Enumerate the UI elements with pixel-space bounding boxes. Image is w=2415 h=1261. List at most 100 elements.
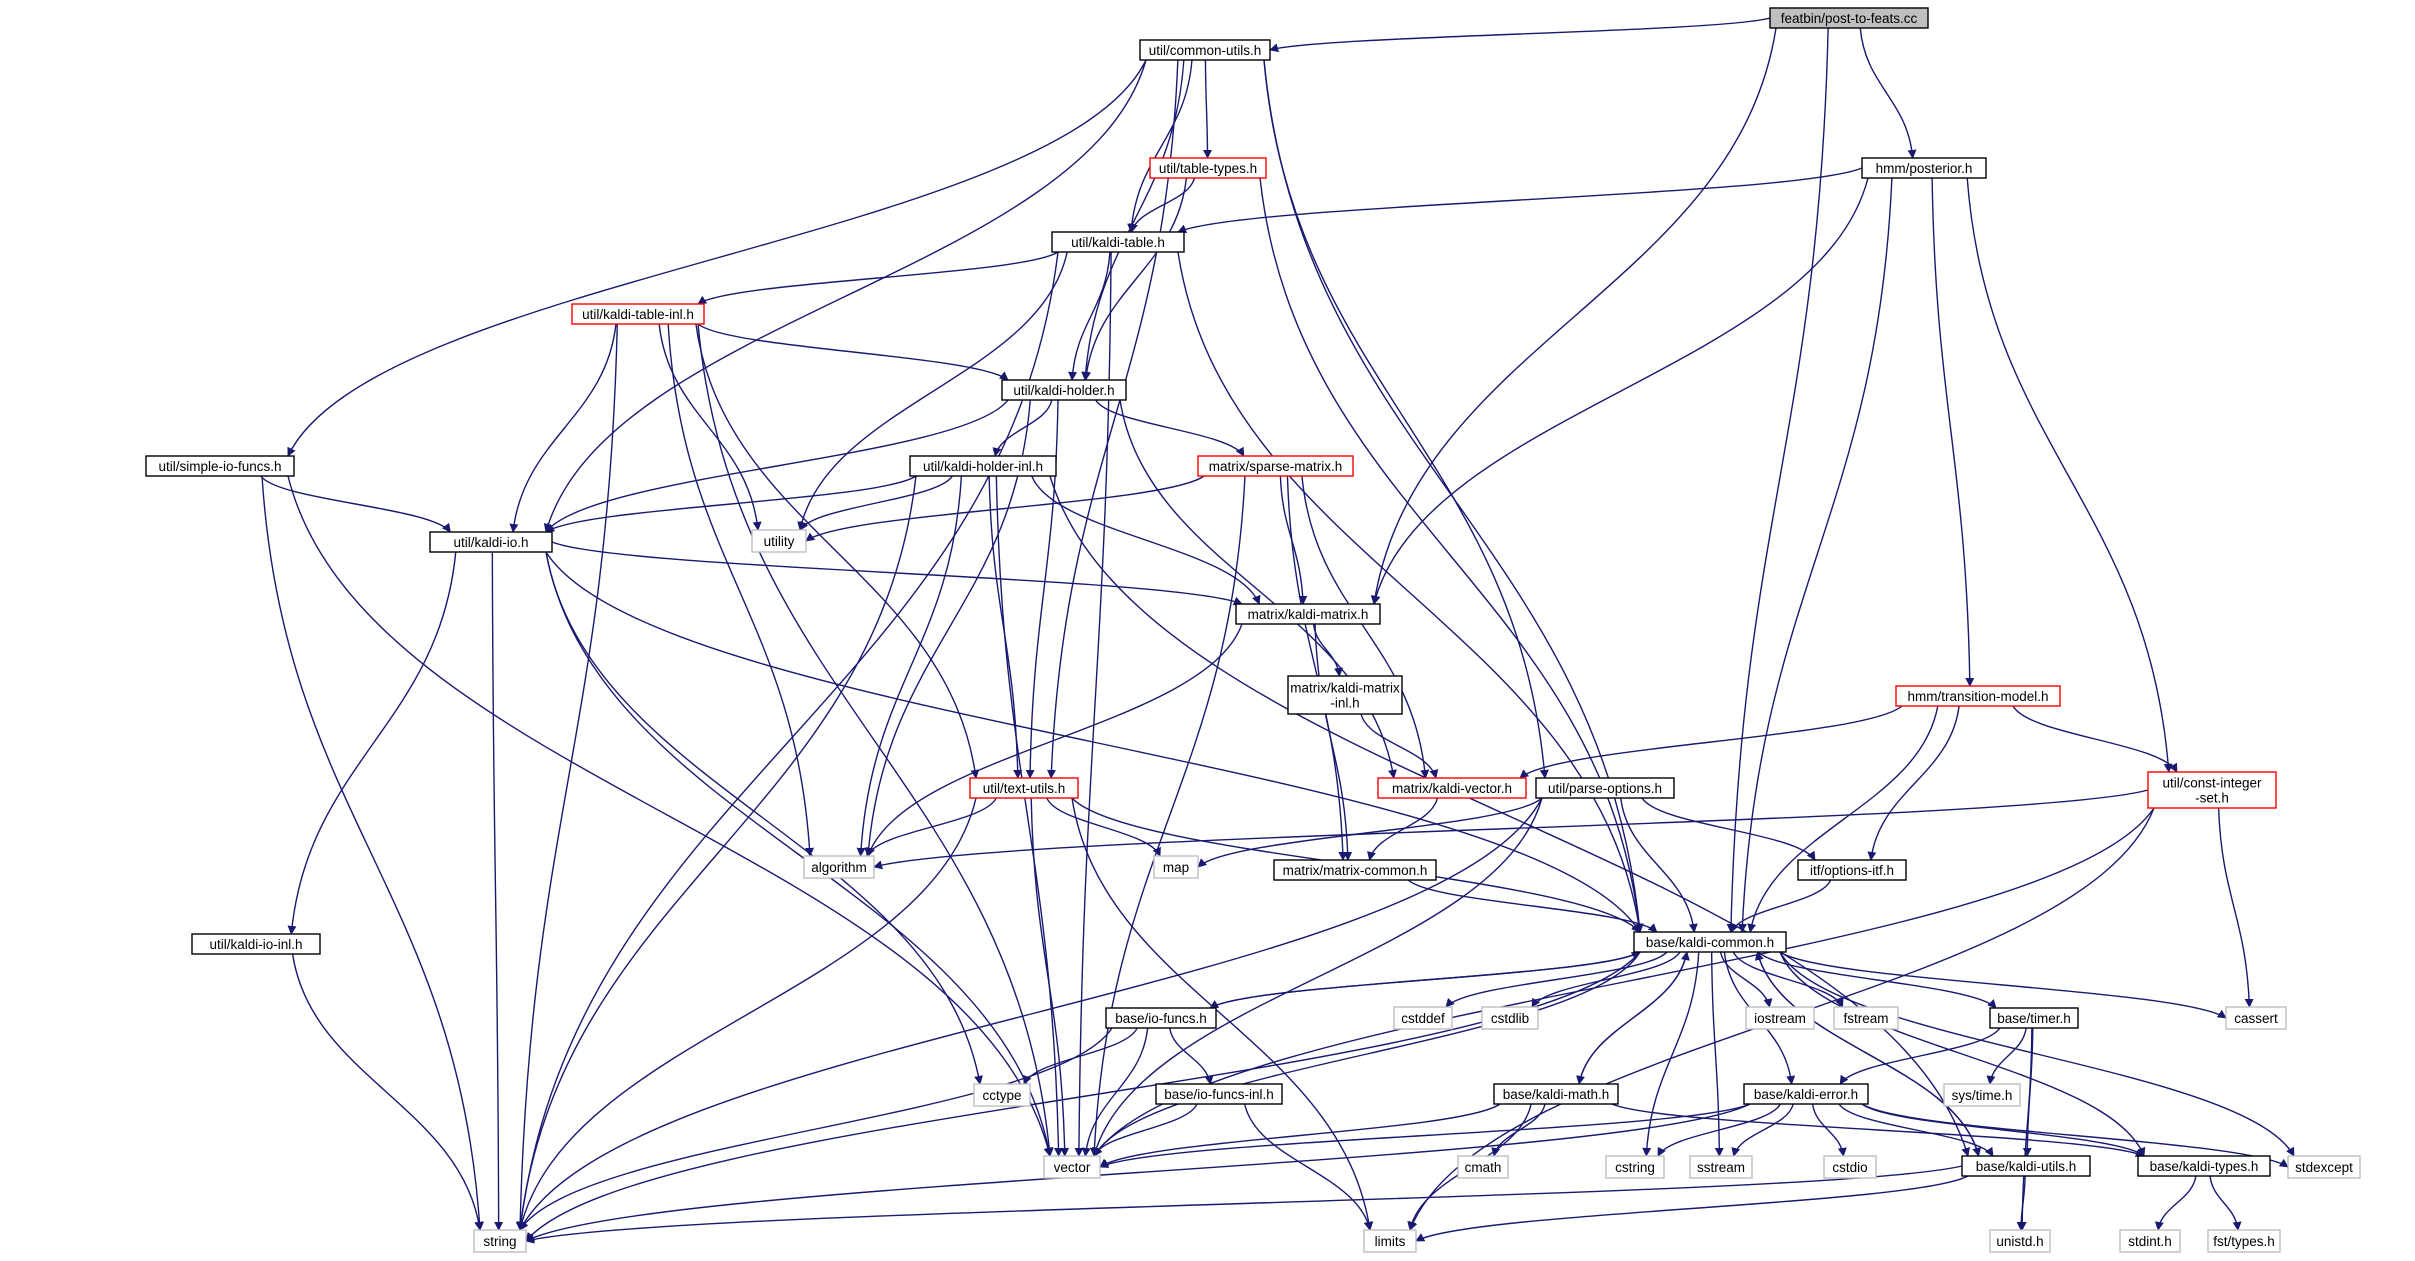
node-options-itf[interactable]: itf/options-itf.h	[1797, 859, 1907, 881]
edge-parse_options-to-vector	[1091, 797, 1543, 1157]
edge-kaldi_holder_inl-to-kaldi_matrix	[1031, 475, 1261, 605]
node-box	[1235, 603, 1381, 625]
edge-kaldi_table_inl-to-kaldi_holder	[697, 323, 1009, 381]
node-kaldi-error[interactable]: base/kaldi-error.h	[1743, 1083, 1869, 1105]
node-box	[1287, 675, 1403, 715]
edge-kaldi_io-to-kaldi_common	[545, 551, 1641, 933]
edge-kaldi_utils-to-string	[525, 1165, 1963, 1244]
edge-sparse_matrix-to-matrix_common	[1286, 475, 1348, 861]
edge-kaldi_table-to-utility	[797, 251, 1068, 531]
node-text-utils[interactable]: util/text-utils.h	[969, 777, 1079, 799]
edge-simple_io-to-string	[261, 475, 484, 1231]
edge-kaldi_table-to-kaldi_table_inl	[697, 251, 1059, 305]
edge-kaldi_io_inl-to-string	[291, 953, 484, 1231]
node-transition-model[interactable]: hmm/transition-model.h	[1895, 685, 2061, 707]
edge-simple_io-to-vector	[287, 475, 1053, 1157]
node-box	[2119, 1229, 2181, 1253]
edge-kaldi_table_inl-to-vector	[697, 323, 1054, 1157]
node-box	[1481, 1006, 1539, 1030]
node-box	[973, 1083, 1031, 1107]
edge-kaldi_holder_inl-to-kaldi_io	[545, 475, 917, 533]
node-cassert: cassert	[2225, 1006, 2287, 1030]
node-common-utils[interactable]: util/common-utils.h	[1139, 39, 1271, 61]
node-box	[751, 529, 807, 553]
node-matrix-common[interactable]: matrix/matrix-common.h	[1273, 859, 1437, 881]
edge-parse_options-to-map	[1197, 797, 1543, 868]
node-table-types[interactable]: util/table-types.h	[1149, 157, 1267, 179]
edge-posterior-to-transition_model	[1931, 177, 1975, 687]
node-label: sstream	[1697, 1160, 1745, 1175]
edge-common_utils-to-kaldi_table	[1127, 59, 1193, 233]
edge-kaldi_error-to-kaldi_utils	[1838, 1103, 1994, 1157]
edge-text_utils-to-vector	[1030, 797, 1070, 1157]
node-kaldi-holder-inl[interactable]: util/kaldi-holder-inl.h	[909, 455, 1057, 477]
edge-kaldi_holder-to-kaldi_holder_inl	[992, 399, 1053, 457]
node-sstream: sstream	[1689, 1155, 1753, 1179]
node-label: fst/types.h	[2213, 1234, 2275, 1249]
node-label: vector	[1054, 1160, 1091, 1175]
node-simple-io[interactable]: util/simple-io-funcs.h	[145, 455, 295, 477]
edge-kaldi_utils-to-limits	[1415, 1175, 1969, 1242]
node-io-funcs[interactable]: base/io-funcs.h	[1105, 1007, 1217, 1029]
edge-kaldi_types-to-stdint	[2154, 1175, 2197, 1231]
node-box	[803, 855, 875, 879]
edge-kaldi_error-to-sstream	[1731, 1103, 1794, 1157]
edge-kaldi_common-to-vector	[1093, 951, 1641, 1157]
edge-io_funcs-to-io_funcs_inl	[1169, 1027, 1214, 1085]
edge-posterior-to-const_integer_set	[1966, 177, 2173, 773]
edge-kaldi_error-to-cstdio	[1811, 1103, 1847, 1157]
node-kaldi-matrix-inl[interactable]: matrix/kaldi-matrix-inl.h	[1287, 675, 1403, 715]
node-layer: featbin/post-to-feats.cc util/common-util…	[145, 7, 2361, 1253]
node-label: matrix/kaldi-matrix	[1290, 681, 1400, 696]
node-label: utility	[764, 534, 795, 549]
node-io-funcs-inl[interactable]: base/io-funcs-inl.h	[1155, 1083, 1283, 1105]
node-kaldi-vector[interactable]: matrix/kaldi-vector.h	[1377, 777, 1527, 799]
node-root[interactable]: featbin/post-to-feats.cc	[1769, 7, 1929, 29]
edge-parse_options-to-string	[519, 797, 1543, 1231]
node-kaldi-math[interactable]: base/kaldi-math.h	[1493, 1083, 1619, 1105]
node-box	[969, 777, 1079, 799]
node-kaldi-io-inl[interactable]: util/kaldi-io-inl.h	[191, 933, 321, 955]
node-box	[1051, 231, 1185, 253]
node-kaldi-utils[interactable]: base/kaldi-utils.h	[1961, 1155, 2091, 1177]
node-box	[1605, 1155, 1665, 1179]
node-label: -set.h	[2195, 791, 2229, 806]
node-timer[interactable]: base/timer.h	[1989, 1007, 2079, 1029]
node-label: hmm/transition-model.h	[1907, 689, 2048, 704]
edge-kaldi_holder_inl-to-string	[516, 475, 917, 1231]
node-posterior[interactable]: hmm/posterior.h	[1861, 157, 1987, 179]
edge-kaldi_matrix-to-matrix_common	[1314, 623, 1353, 861]
node-cmath: cmath	[1457, 1155, 1509, 1179]
node-cstdio: cstdio	[1823, 1155, 1877, 1179]
node-kaldi-common[interactable]: base/kaldi-common.h	[1633, 931, 1787, 953]
edge-transition_model-to-options_itf	[1867, 705, 1960, 861]
node-box	[1633, 931, 1787, 953]
node-parse-options[interactable]: util/parse-options.h	[1535, 777, 1675, 799]
edge-timer-to-kaldi_error	[1839, 1027, 2001, 1085]
node-kaldi-table[interactable]: util/kaldi-table.h	[1051, 231, 1185, 253]
edge-kaldi_common-to-timer	[1758, 951, 1997, 1009]
edge-common_utils-to-simple_io	[287, 59, 1147, 457]
node-kaldi-holder[interactable]: util/kaldi-holder.h	[1001, 379, 1127, 401]
edge-kaldi_utils-to-unistd	[2016, 1175, 2026, 1231]
node-label: base/io-funcs.h	[1115, 1011, 1207, 1026]
node-box	[1493, 1083, 1619, 1105]
node-label: cstdlib	[1491, 1011, 1529, 1026]
node-box	[1153, 855, 1199, 879]
node-box	[1689, 1155, 1753, 1179]
node-kaldi-matrix[interactable]: matrix/kaldi-matrix.h	[1235, 603, 1381, 625]
edge-kaldi_common-to-iostream	[1719, 951, 1773, 1008]
edge-root-to-kaldi_matrix	[1370, 27, 1777, 605]
node-kaldi-io[interactable]: util/kaldi-io.h	[429, 531, 553, 553]
node-kaldi-types[interactable]: base/kaldi-types.h	[2137, 1155, 2271, 1177]
node-box	[1797, 859, 1907, 881]
node-const-integer-set[interactable]: util/const-integer-set.h	[2147, 771, 2277, 809]
node-sparse-matrix[interactable]: matrix/sparse-matrix.h	[1197, 455, 1354, 477]
edge-kaldi_common-to-cstddef	[1445, 951, 1668, 1008]
edge-posterior-to-kaldi_matrix	[1371, 177, 1869, 605]
edge-kaldi_error-to-cstring	[1657, 1103, 1781, 1157]
edge-kaldi_math-to-kaldi_common	[1578, 951, 1690, 1085]
node-kaldi-table-inl[interactable]: util/kaldi-table-inl.h	[571, 303, 705, 325]
edge-kaldi_common-to-cstdlib	[1531, 951, 1681, 1008]
